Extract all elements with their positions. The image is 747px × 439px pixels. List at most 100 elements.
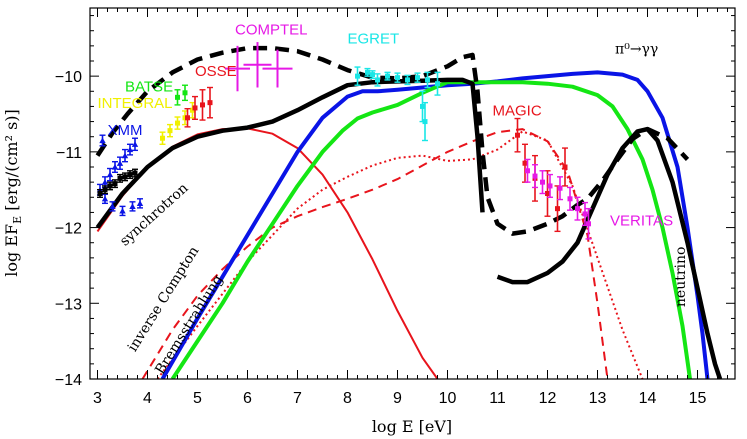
series-bremsstrahlung-red: [156, 130, 644, 379]
data-point: [106, 171, 114, 178]
data-point: [562, 164, 568, 170]
x-tick-label: 4: [143, 390, 152, 407]
data-point: [515, 132, 520, 138]
x-tick-label: 14: [639, 390, 657, 407]
data-point: [112, 181, 118, 187]
dataset-comptel: [225, 42, 293, 92]
data-point: [101, 179, 109, 185]
x-tick-label: 12: [539, 390, 557, 407]
data-point: [131, 141, 139, 147]
series-total-dashed-black: [95, 45, 690, 236]
series-total-solid-black-he: [496, 126, 723, 379]
y-axis-title-sub: E: [11, 216, 24, 224]
dataset-batse: [174, 84, 188, 106]
label-magic: MAGIC: [493, 103, 542, 120]
data-point: [207, 100, 213, 106]
series-inverse-compton-red: [141, 128, 609, 379]
label-xmm: XMM: [108, 122, 143, 139]
label-veritas: VERITAS: [610, 212, 673, 229]
y-tick-label: −13: [55, 296, 82, 313]
x-tick-label: 10: [439, 390, 457, 407]
y-axis-title-main: log EF: [2, 224, 21, 277]
y-tick-label: −14: [55, 372, 82, 389]
data-point: [122, 174, 128, 180]
data-point: [375, 77, 380, 83]
label-pion: π⁰→γγ: [615, 41, 658, 57]
y-tick-label: −12: [55, 221, 82, 238]
x-tick-label: 13: [589, 390, 607, 407]
dataset-integral-black: [97, 168, 138, 198]
y-axis-title: log EFE [erg/(cm² s)]: [2, 109, 24, 277]
x-tick-label: 3: [93, 390, 102, 407]
data-point: [525, 168, 530, 174]
data-point: [126, 146, 134, 153]
data-point: [532, 173, 538, 179]
data-point: [185, 115, 190, 121]
data-point: [111, 164, 119, 170]
data-point: [522, 160, 528, 166]
x-tick-label: 9: [393, 390, 402, 407]
data-point: [586, 221, 591, 227]
data-point: [370, 72, 375, 78]
curve-label-neutrino: neutrino: [673, 247, 689, 308]
data-point: [101, 195, 109, 202]
data-point: [395, 75, 400, 81]
data-point: [132, 170, 138, 176]
data-point: [127, 172, 133, 178]
data-point: [425, 77, 430, 83]
data-point: [582, 211, 588, 217]
data-point: [365, 69, 370, 75]
data-point: [97, 191, 103, 196]
data-point: [99, 137, 106, 144]
data-point: [102, 187, 108, 193]
series-group: [95, 45, 723, 379]
y-tick-label: −10: [55, 69, 82, 86]
data-point: [405, 77, 410, 83]
data-point: [129, 203, 136, 209]
y-tick-label: −11: [56, 145, 82, 162]
dataset-osse: [184, 86, 213, 128]
data-point: [175, 94, 180, 100]
data-point: [547, 183, 553, 189]
x-tick-label: 11: [489, 390, 506, 407]
data-point: [167, 128, 173, 134]
label-osse: OSSE: [195, 63, 237, 80]
x-tick-label: 7: [293, 390, 302, 407]
data-point: [121, 152, 129, 159]
data-point: [200, 102, 205, 108]
data-point: [175, 120, 180, 126]
data-point: [420, 103, 425, 109]
label-egret: EGRET: [348, 31, 400, 48]
axes-group: 3 4 5 6 7 8 9 10 11 12 13 14 15 −14 −13 −12 −11 −10: [55, 8, 735, 407]
x-tick-label: 5: [193, 390, 202, 407]
data-point: [575, 206, 580, 212]
label-integral: INTEGRAL: [98, 95, 173, 112]
plot-frame: [89, 7, 736, 380]
dataset-magic: [514, 117, 568, 233]
x-tick-label: 15: [689, 390, 707, 407]
data-point: [109, 203, 116, 209]
data-point: [182, 90, 188, 96]
data-point: [385, 73, 390, 79]
data-point: [545, 191, 550, 196]
y-axis-title-unit: [erg/(cm² s)]: [2, 109, 21, 216]
curve-label-inverse-compton: inverse Compton: [125, 244, 203, 355]
data-point: [136, 200, 144, 206]
x-tick-label: 6: [243, 390, 252, 407]
x-axis-title: log E [eV]: [372, 417, 452, 436]
data-points-group: [96, 42, 592, 240]
dataset-egret: [354, 66, 441, 142]
data-point: [119, 207, 126, 214]
data-point: [117, 175, 123, 181]
data-point: [160, 135, 165, 141]
x-tick-label: 8: [343, 390, 352, 407]
dataset-xmm: [96, 134, 144, 217]
data-point: [116, 160, 124, 166]
data-point: [355, 73, 360, 79]
data-point: [107, 183, 113, 189]
data-point: [555, 206, 560, 212]
data-point: [422, 119, 428, 125]
data-point: [435, 81, 440, 87]
data-point: [540, 179, 545, 185]
